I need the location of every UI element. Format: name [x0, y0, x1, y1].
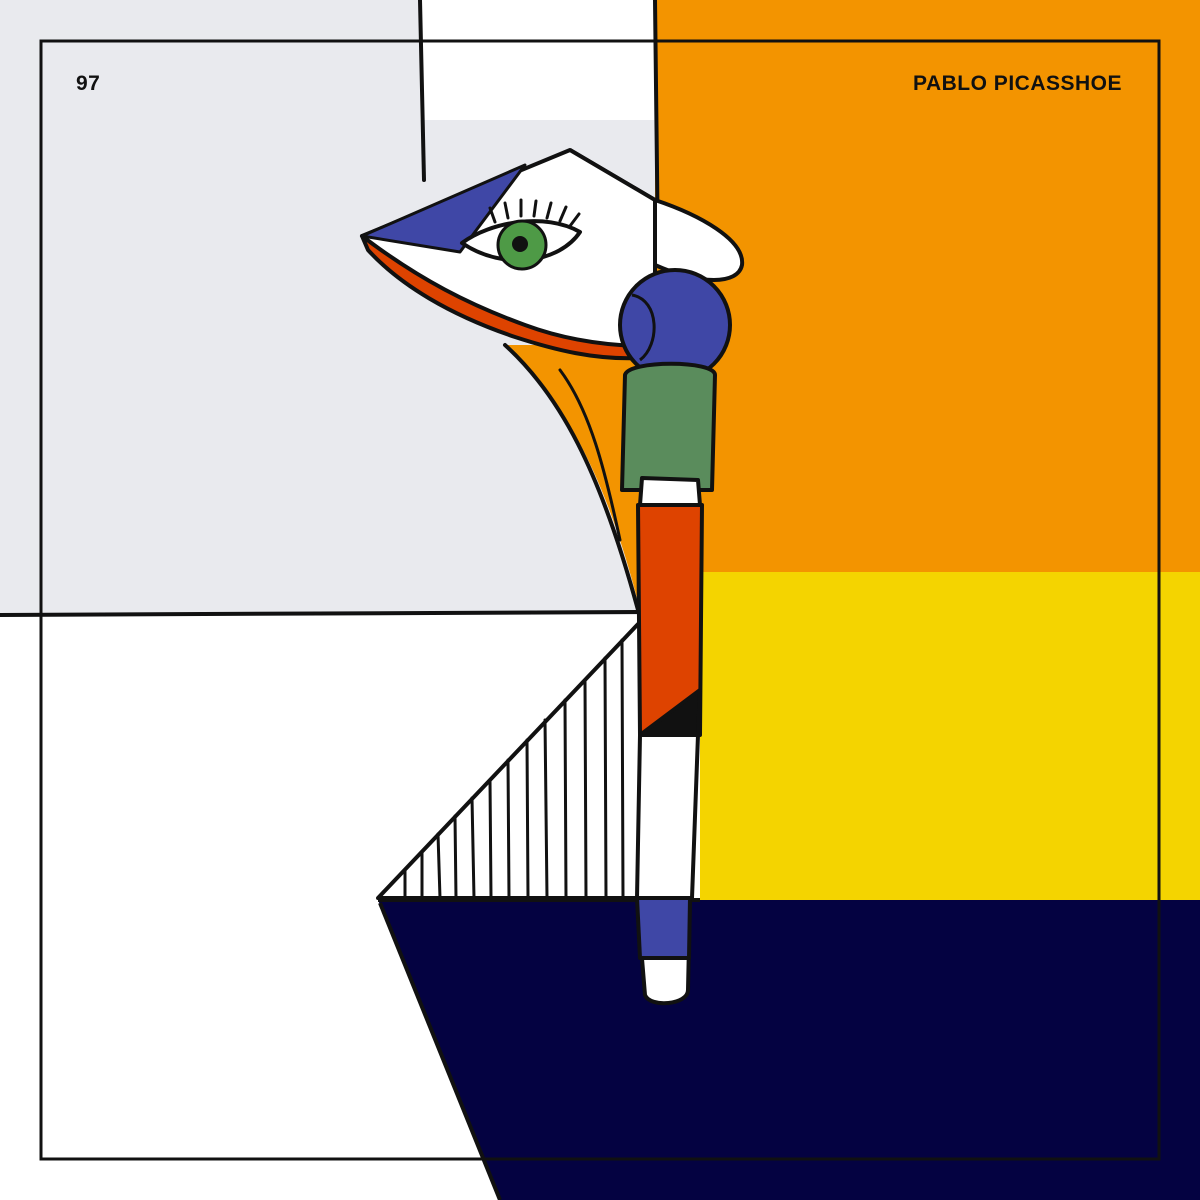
eye-icon: [460, 198, 582, 271]
face-curve: [503, 343, 640, 612]
face-wedge: [505, 345, 640, 610]
white-top-strip: [420, 0, 655, 120]
edition-number: 97: [76, 72, 101, 95]
white-segment: [635, 733, 700, 900]
orange-block: [655, 0, 1200, 572]
artwork-title: PABLO PICASSHOE: [913, 72, 1122, 95]
white-band: [638, 476, 702, 507]
navy-floor-slope: [378, 902, 502, 1200]
yellow-block: [700, 572, 1200, 900]
shoe-figure: [618, 268, 732, 1006]
navy-floor: [378, 900, 1200, 1200]
green-segment: [620, 361, 717, 492]
frame-border: [39, 39, 1161, 1161]
face-curve-inner: [558, 368, 622, 542]
